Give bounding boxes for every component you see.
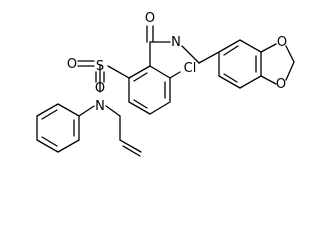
bond [260,75,277,85]
bond [107,65,130,79]
bond [105,105,121,117]
benzodioxole-ring [218,39,295,89]
bond [169,71,181,79]
molecule-diagram: O N S O O N Cl O O [36,11,295,157]
bond [149,65,171,79]
atom-label-chlorine: Cl [184,61,197,76]
atom-label-amide-nitrogen: N [171,35,181,50]
double-bond-inner [223,45,239,56]
n-phenyl-ring [36,103,95,153]
bond [57,139,80,153]
atom-label-sulfonamide-nitrogen: N [95,99,105,114]
sulfonyl-group [77,60,130,93]
atom-label-sulfonyl-oxygen: O [95,81,105,96]
bond [128,101,151,115]
allyl-chain [105,105,142,157]
central-benzene-ring [128,65,171,115]
bond [218,75,241,89]
bond [285,45,295,63]
amide-group [146,25,220,67]
atom-labels: O N S O O N Cl O O [67,11,287,114]
structure-canvas: O N S O O N Cl O O [36,11,295,157]
double-bond-inner [133,72,148,82]
atom-label-sulfur: S [96,59,104,74]
double-bond-inner [41,109,58,120]
atom-label-sulfonyl-oxygen: O [67,57,77,72]
double-bond-inner [133,99,148,109]
bond [239,39,262,53]
bond [36,103,59,117]
bond [218,39,241,53]
bond [36,139,59,153]
double-bond-inner [41,136,58,147]
bond [149,101,171,115]
bond [181,45,200,64]
bond [198,51,220,64]
allyl-double-bond [122,145,141,157]
atom-label-dioxole-oxygen: O [277,35,287,50]
bond [119,139,142,153]
bond [260,43,277,53]
bond [285,61,295,81]
atom-label-dioxole-oxygen: O [276,77,286,92]
double-bond-inner [223,73,238,83]
bond [239,75,262,89]
atom-label-carbonyl-oxygen: O [145,11,155,26]
bond [78,105,95,117]
bond [57,103,80,117]
bond [128,65,151,79]
